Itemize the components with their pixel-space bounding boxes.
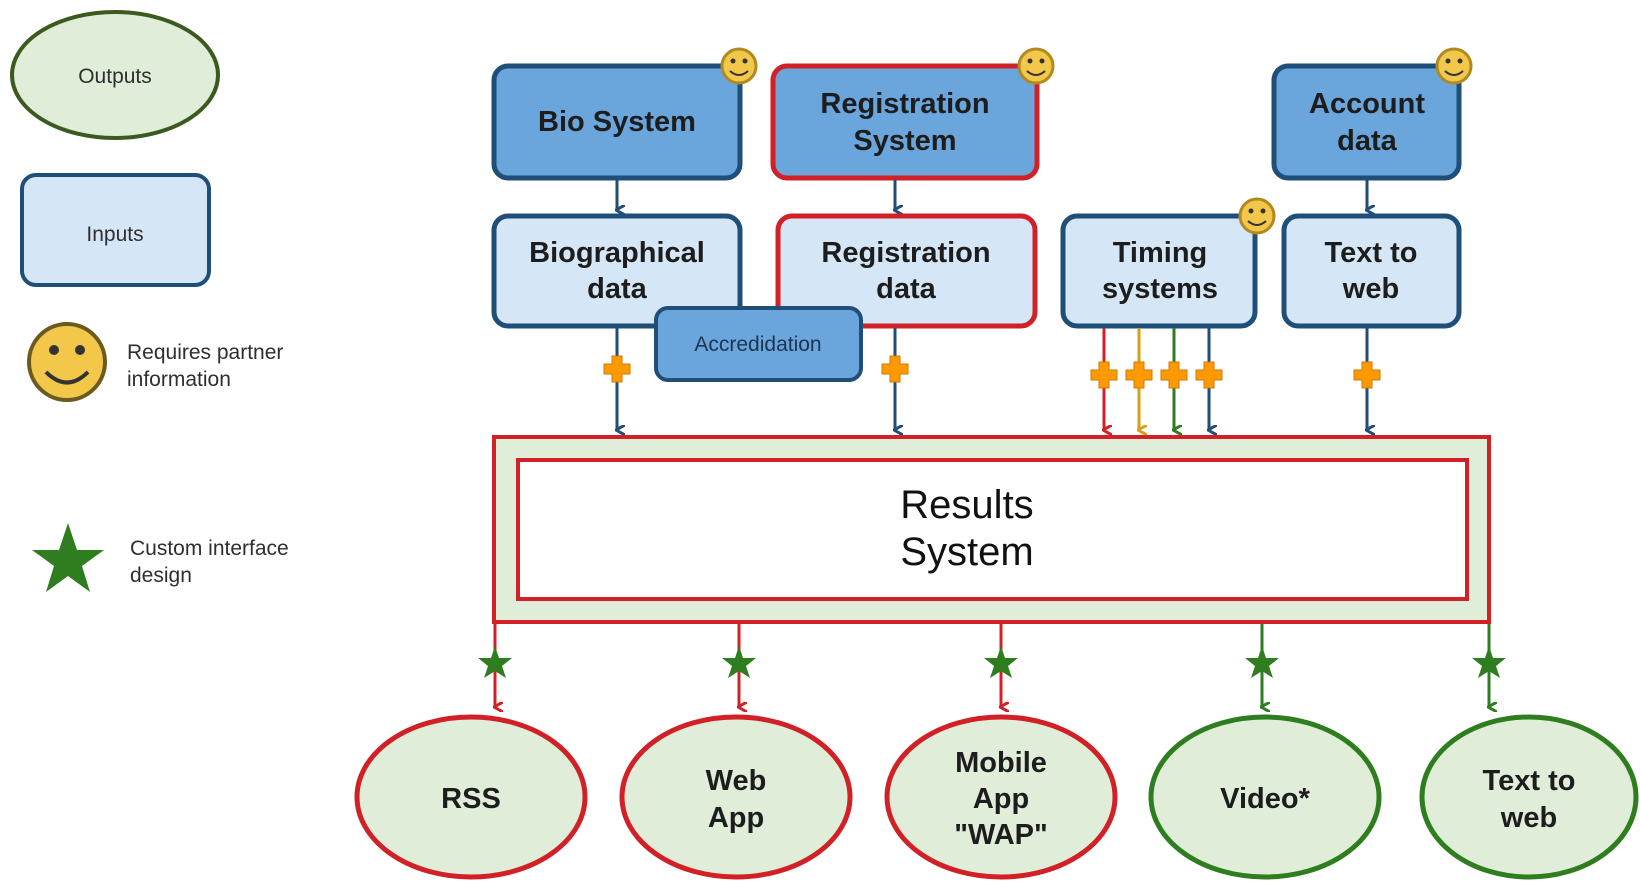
- star-icon: [1472, 646, 1506, 678]
- legend-inputs-label: Inputs: [86, 223, 143, 246]
- registration-system-label-2: System: [853, 125, 956, 157]
- accreditation-box: [654, 306, 863, 382]
- legend-star-icon: [32, 523, 104, 592]
- smiley-icon: [1435, 47, 1473, 85]
- registration-system-label-1: Registration: [820, 88, 989, 120]
- timing-systems-box: [1060, 213, 1258, 329]
- legend-outputs-ellipse: [10, 10, 220, 140]
- rss-output-label: RSS: [441, 783, 501, 815]
- legend: Outputs Inputs Requires partner informat…: [10, 10, 289, 592]
- accreditation-label: Accredidation: [694, 333, 821, 356]
- mobile-app-output-label-2: App: [973, 783, 1029, 815]
- text-to-web-output-label-1: Text to: [1483, 765, 1576, 797]
- results-system-label-2: System: [900, 530, 1033, 574]
- connector-plus-icon: [1195, 361, 1223, 389]
- smiley-icon: [1238, 197, 1276, 235]
- timing-systems-label-1: Timing: [1113, 237, 1208, 269]
- text-to-web-input-label-1: Text to: [1325, 237, 1418, 269]
- video-output: [1148, 714, 1382, 880]
- text-to-web-input-box: [1281, 213, 1462, 329]
- registration-data-box: [775, 213, 1038, 329]
- legend-partner-line1: Requires partner: [127, 341, 283, 364]
- connector-plus-icon: [1125, 361, 1153, 389]
- timing-systems-label-2: systems: [1102, 273, 1218, 305]
- text-to-web-output-label-2: web: [1500, 802, 1557, 834]
- legend-partner-line2: information: [127, 368, 231, 391]
- account-data-label-1: Account: [1309, 88, 1425, 120]
- bio-system-label: Bio System: [538, 106, 696, 138]
- legend-custom-line1: Custom interface: [130, 537, 289, 560]
- connector-plus-icon: [881, 355, 909, 383]
- biographical-data-label-1: Biographical: [529, 237, 705, 269]
- legend-inputs-box: [20, 173, 211, 287]
- registration-system-box: [770, 63, 1040, 181]
- mobile-app-output: [884, 714, 1118, 880]
- registration-data-label-1: Registration: [821, 237, 990, 269]
- web-app-output-label-2: App: [708, 802, 764, 834]
- connector-plus-icon: [1353, 361, 1381, 389]
- legend-outputs-label: Outputs: [78, 65, 152, 88]
- video-output-label: Video*: [1220, 783, 1310, 815]
- connector-plus-icon: [1090, 361, 1118, 389]
- bio-system-box: [491, 63, 743, 181]
- smiley-icon: [1017, 47, 1055, 85]
- star-icon: [1245, 646, 1279, 678]
- star-icon: [478, 646, 512, 678]
- registration-data-label-2: data: [876, 273, 937, 305]
- text-to-web-input-label-2: web: [1342, 273, 1399, 305]
- star-icon: [722, 646, 756, 678]
- star-icon: [984, 646, 1018, 678]
- web-app-output: [619, 714, 853, 880]
- biographical-data-label-2: data: [587, 273, 648, 305]
- rss-output: [354, 714, 588, 880]
- web-app-output-label-1: Web: [706, 765, 767, 797]
- legend-smiley-icon: [27, 322, 107, 402]
- mobile-app-output-label-3: "WAP": [954, 819, 1048, 851]
- connector-plus-icon: [603, 355, 631, 383]
- connector-plus-icon: [1160, 361, 1188, 389]
- results-system-inner: [516, 458, 1469, 601]
- text-to-web-output: [1419, 714, 1639, 880]
- mobile-app-output-label-1: Mobile: [955, 747, 1047, 779]
- results-system-label-1: Results: [900, 483, 1033, 527]
- account-data-label-2: data: [1337, 125, 1398, 157]
- account-data-box: [1271, 63, 1462, 181]
- smiley-icon: [720, 47, 758, 85]
- legend-custom-line2: design: [130, 564, 192, 587]
- biographical-data-box: [491, 213, 743, 329]
